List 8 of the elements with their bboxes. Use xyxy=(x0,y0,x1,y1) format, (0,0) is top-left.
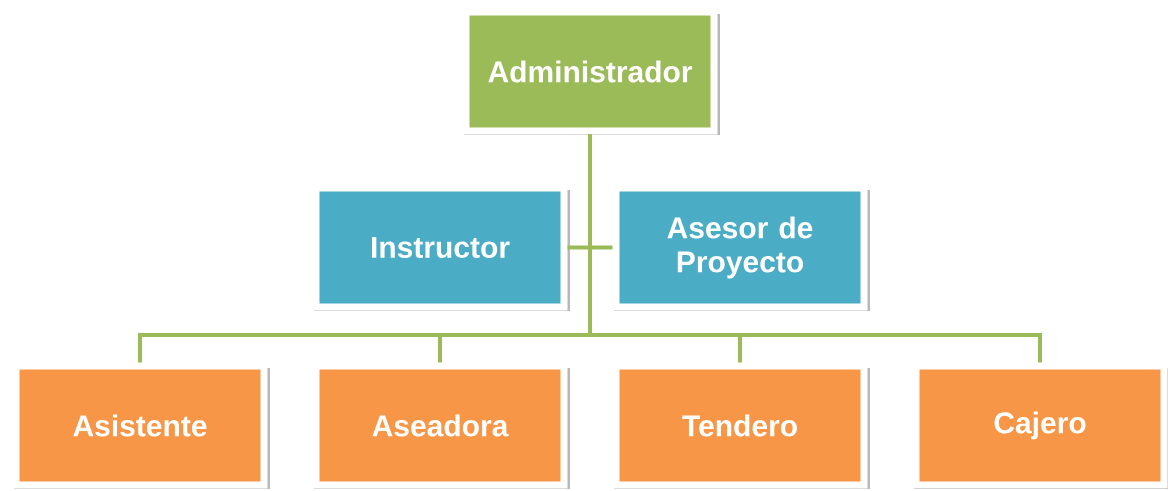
org-box: Cajero xyxy=(912,362,1168,489)
connector-line xyxy=(588,134,1042,363)
org-box: Tendero xyxy=(612,362,870,489)
org-box: Asistente xyxy=(12,362,270,489)
org-box: Administrador xyxy=(462,8,720,135)
org-box: Aseadora xyxy=(312,362,570,489)
org-box: Asesor de Proyecto xyxy=(612,184,870,311)
org-box: Instructor xyxy=(312,184,570,311)
